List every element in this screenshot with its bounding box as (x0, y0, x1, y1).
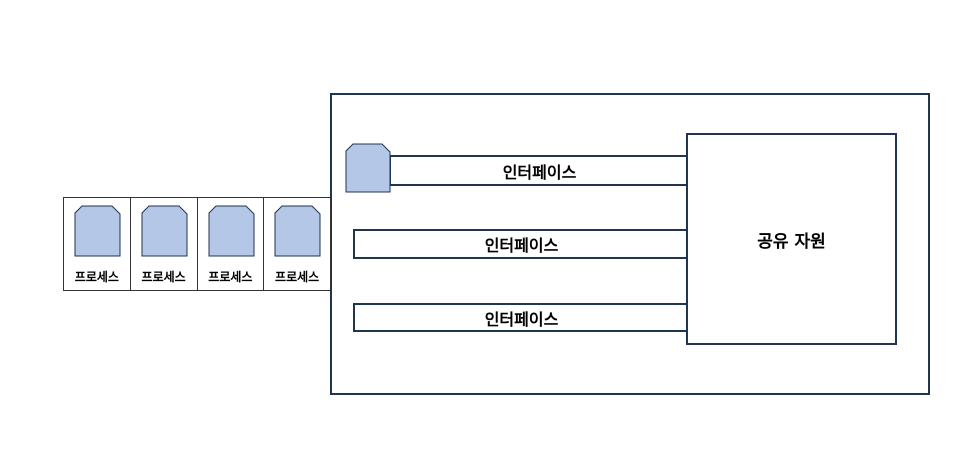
interface-2: 인터페이스 (353, 229, 688, 259)
process-label: 프로세스 (208, 270, 253, 284)
active-process-shape (345, 143, 391, 193)
interface-label: 인터페이스 (484, 236, 559, 255)
interface-label: 인터페이스 (484, 309, 559, 329)
shared-resource-label: 공유 자원 (757, 231, 826, 252)
process-shape (274, 205, 321, 257)
process-queue: 프로세스 프로세스 프로세스 프로세스 (63, 197, 331, 291)
queue-cell: 프로세스 (263, 197, 331, 291)
process-label: 프로세스 (74, 270, 119, 284)
queue-cell: 프로세스 (129, 197, 197, 291)
shared-resource-box: 공유 자원 (686, 133, 897, 345)
process-label: 프로세스 (275, 270, 320, 284)
process-shape (208, 205, 254, 257)
process-shape (141, 205, 188, 257)
interface-3: 인터페이스 (353, 303, 688, 332)
queue-cell: 프로세스 (196, 197, 264, 291)
queue-cell: 프로세스 (63, 197, 130, 291)
monitor-boundary (330, 93, 930, 395)
process-shape (74, 205, 121, 257)
process-label: 프로세스 (141, 270, 186, 284)
interface-1: 인터페이스 (389, 155, 688, 186)
interface-label: 인터페이스 (502, 162, 577, 182)
